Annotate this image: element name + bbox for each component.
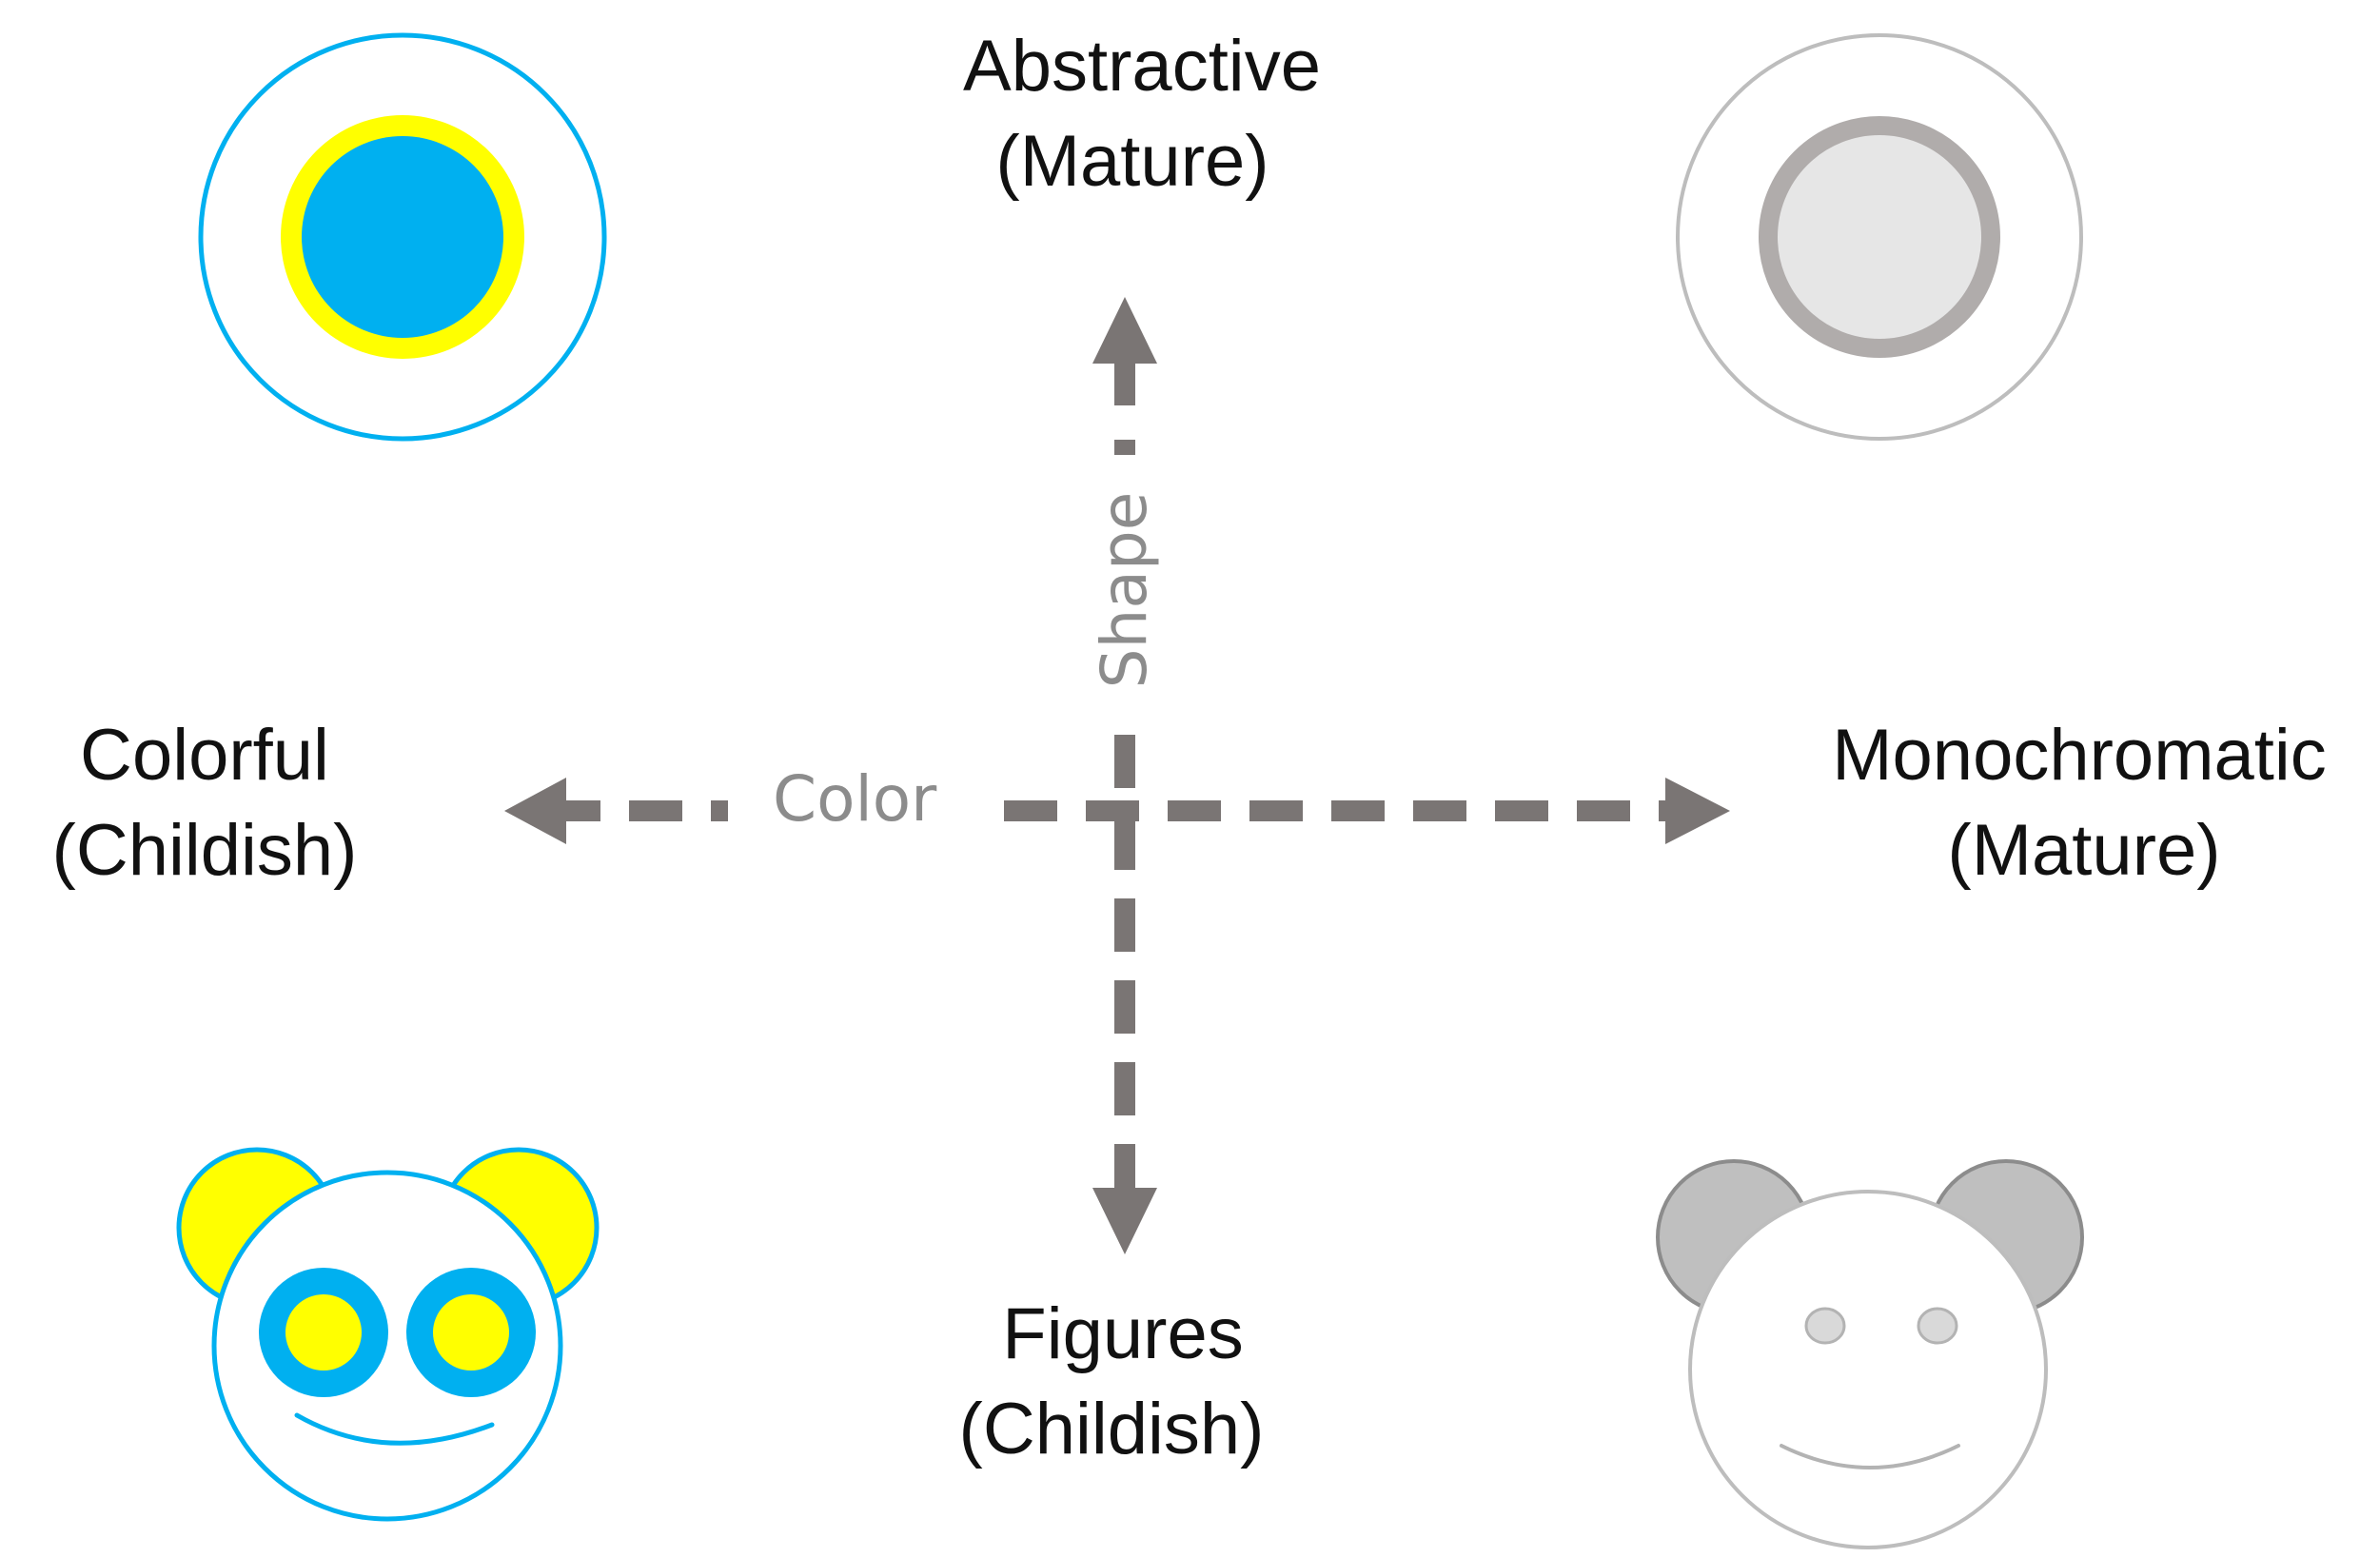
left-label-line2: (Childish) <box>51 810 358 891</box>
shape-axis <box>1092 297 1157 1254</box>
right-label-line1: Monochromatic <box>1832 715 2327 796</box>
down-arrowhead-icon <box>1092 1188 1157 1254</box>
color-axis <box>504 778 1730 844</box>
shape-axis-label: Shape <box>1088 491 1161 689</box>
colorful-bear-face-icon <box>176 1147 600 1522</box>
right-arrowhead-icon <box>1665 778 1730 844</box>
up-arrowhead-icon <box>1092 297 1157 364</box>
right-label-line2: (Mature) <box>1947 810 2221 891</box>
monochrome-abstract-circle-icon <box>1676 33 2083 441</box>
bottom-label-line2: (Childish) <box>958 1389 1265 1469</box>
top-label-line1: Abstractive <box>963 26 1321 107</box>
bottom-label-line1: Figures <box>1002 1293 1244 1374</box>
colorful-abstract-circle-icon <box>198 32 607 442</box>
left-arrowhead-icon <box>504 778 566 844</box>
top-label-line2: (Mature) <box>995 121 1269 202</box>
monochrome-bear-face-icon <box>1656 1159 2084 1549</box>
left-label-line1: Colorful <box>80 715 329 796</box>
color-axis-label: Color <box>773 762 937 836</box>
